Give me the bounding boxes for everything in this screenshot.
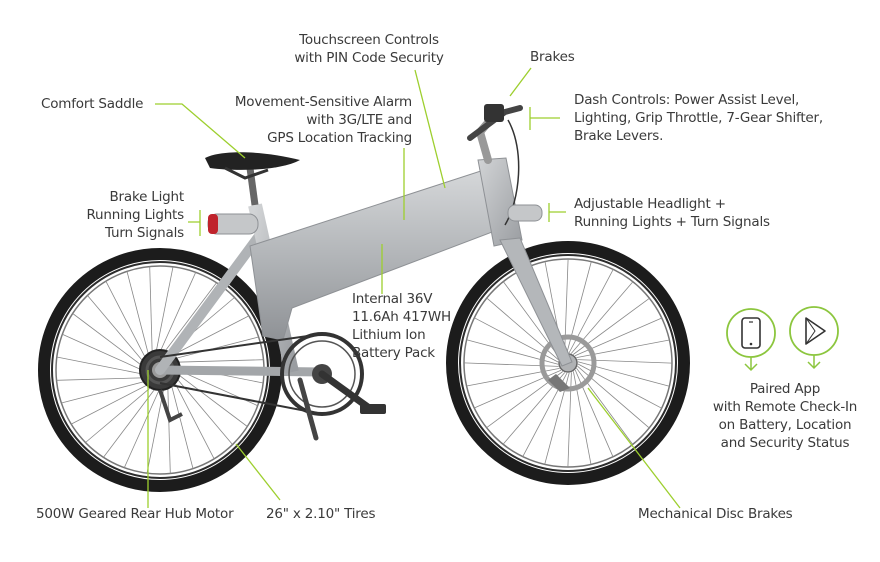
spoke [123, 387, 161, 468]
label-line: 11.6Ah 417WH [352, 309, 452, 325]
label-line: with 3G/LTE and [306, 112, 412, 128]
app-icons [726, 306, 839, 372]
label-line: Running Lights [86, 207, 184, 223]
spoke [105, 281, 147, 359]
label-battery-pack: Internal 36V 11.6Ah 417WH Lithium Ion Ba… [352, 290, 451, 362]
label-line: Internal 36V [352, 291, 433, 307]
label-comfort-saddle: Comfort Saddle [41, 95, 143, 113]
spoke [174, 336, 259, 360]
label-line: Mechanical Disc Brakes [638, 506, 793, 522]
arrow-down-icon [744, 355, 821, 372]
spoke [177, 373, 248, 427]
label-line: 500W Geared Rear Hub Motor [36, 506, 234, 522]
play-store-icon-circle [789, 306, 839, 356]
spoke [175, 377, 233, 445]
spoke [146, 387, 165, 474]
label-line: GPS Location Tracking [267, 130, 412, 146]
label-line: Turn Signals [104, 225, 184, 241]
spoke [87, 295, 145, 363]
label-line: with PIN Code Security [294, 50, 444, 66]
label-line: Lithium Ion [352, 327, 426, 343]
saddle [205, 152, 300, 170]
label-line: Brake Levers. [574, 128, 664, 144]
label-line: Lighting, Grip Throttle, 7-Gear Shifter, [574, 110, 823, 126]
label-line: Brake Light [109, 189, 184, 205]
label-line: Paired App [749, 381, 821, 397]
bike-frame [155, 104, 573, 377]
pedal [360, 404, 386, 414]
kickstand [297, 377, 319, 441]
spoke [103, 387, 157, 458]
spoke [85, 385, 153, 443]
label-line: Movement-Sensitive Alarm [234, 94, 412, 110]
smartphone-icon [741, 317, 761, 349]
label-line: Dash Controls: Power Assist Level, [574, 92, 800, 108]
label-line: Brakes [530, 49, 575, 65]
derailleur [158, 389, 183, 423]
handlebar [467, 105, 523, 141]
dash-controls [484, 104, 504, 122]
label-line: Adjustable Headlight + [574, 196, 726, 212]
label-line: and Security Status [720, 435, 850, 451]
smartphone-icon-circle [726, 308, 776, 358]
label-line: Running Lights + Turn Signals [574, 214, 770, 230]
spoke [72, 313, 143, 367]
spoke [167, 386, 171, 474]
spoke [71, 383, 149, 425]
label-line: Battery Pack [352, 345, 435, 361]
spoke [149, 266, 153, 354]
spoke [126, 271, 150, 356]
label-line: Touchscreen Controls [299, 32, 439, 48]
label-line: with Remote Check-In [712, 399, 858, 415]
label-line: on Battery, Location [718, 417, 852, 433]
spoke [159, 272, 197, 353]
play-store-icon [805, 317, 826, 345]
label-hub-motor: 500W Geared Rear Hub Motor [36, 505, 234, 523]
spoke [173, 381, 215, 459]
spoke [61, 380, 146, 404]
label-dash-controls: Dash Controls: Power Assist Level, Light… [574, 91, 823, 145]
leader-lines [147, 67, 681, 509]
label-paired-app: Paired App with Remote Check-In on Batte… [702, 380, 868, 452]
spoke [155, 266, 174, 353]
spoke [170, 384, 194, 469]
spoke [171, 315, 249, 357]
disc-caliper [548, 374, 570, 392]
label-brake-light: Brake Light Running Lights Turn Signals [60, 188, 184, 242]
headlight [507, 204, 543, 222]
label-tires: 26" x 2.10" Tires [266, 505, 375, 523]
disc-rotor [539, 334, 597, 392]
label-headlight: Adjustable Headlight + Running Lights + … [574, 195, 770, 231]
label-line: Comfort Saddle [41, 96, 144, 112]
spoke [62, 333, 143, 371]
label-touchscreen-controls: Touchscreen Controls with PIN Code Secur… [266, 31, 472, 67]
label-line: 26" x 2.10" Tires [266, 506, 376, 522]
label-alarm: Movement-Sensitive Alarm with 3G/LTE and… [212, 93, 412, 147]
label-disc-brakes: Mechanical Disc Brakes [638, 505, 793, 523]
spoke [56, 356, 143, 375]
spoke [163, 282, 217, 353]
label-brakes: Brakes [530, 48, 575, 66]
drivetrain [158, 332, 386, 441]
spoke [56, 377, 144, 381]
spoke [176, 359, 264, 363]
